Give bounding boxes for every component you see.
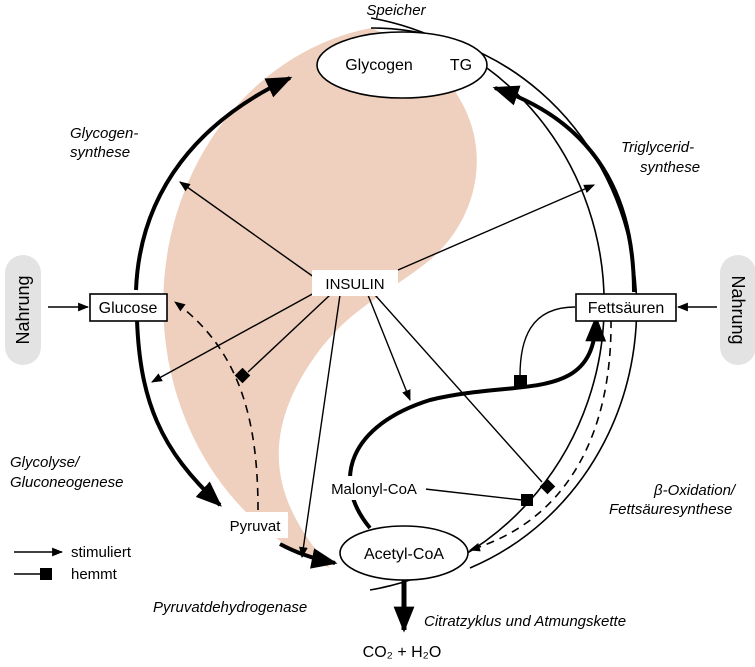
pyruvat-label-bg: [222, 512, 288, 538]
insulin-label: INSULIN: [325, 276, 384, 293]
insulin-stimulates-glycogen-synthesis: [179, 181, 319, 281]
fattyacids-box: [575, 293, 677, 322]
inhibit-square-malonyl: [521, 494, 533, 506]
citratzyklus-label: Citratzyklus und Atmungskette: [424, 613, 626, 630]
legend-hemmt-label: hemmt: [71, 566, 118, 583]
glycogen-synthesis-arrow: [134, 76, 293, 291]
tg-label: TG: [450, 57, 472, 74]
triglyceride-synthesis-arrow: [492, 85, 636, 293]
glycogen-synthese-label-2: synthese: [70, 144, 130, 161]
malonylcoa-label-bg: [322, 476, 426, 500]
fattyacids-label: Fettsäuren: [588, 300, 664, 317]
insulin-label-bg: [312, 270, 398, 296]
insulin-stimulates-pyruvate-dehydrogenase: [299, 294, 341, 559]
triglycerid-synthese-label-2: synthese: [640, 159, 700, 176]
legend-stimuliert-label: stimuliert: [71, 544, 132, 561]
glycogen-label: Glycogen: [345, 57, 413, 74]
insulin-inhibits-beta-oxidation: [374, 294, 543, 483]
glycolyse-label-1: Glycolyse/: [10, 454, 81, 471]
speicher-label: Speicher: [366, 2, 426, 19]
nahrung-left-box: [5, 255, 41, 365]
acetylcoa-label: Acetyl-CoA: [364, 546, 444, 563]
acetylcoa-ellipse: [339, 525, 469, 581]
co2-h2o-label: CO₂ + H₂O: [363, 644, 442, 661]
beta-oxidation-dashed-arrow: [468, 319, 612, 552]
beta-oxidation-label-2: Fettsäuresynthese: [609, 501, 732, 518]
glycogen-label-bg: [333, 51, 425, 77]
pyruvat-label: Pyruvat: [230, 518, 282, 535]
nahrung-right-label: Nahrung: [728, 275, 748, 344]
malonylcoa-label: Malonyl-CoA: [331, 481, 417, 498]
pyruvatdehydrogenase-label: Pyruvatdehydrogenase: [153, 599, 307, 616]
legend-inhibit-square: [40, 568, 52, 580]
glucose-label: Glucose: [99, 300, 158, 317]
glycolysis-arrow: [135, 319, 222, 507]
inhibit-diamond-gluconeogenesis: [234, 367, 251, 384]
shaded-glucose-region: [163, 28, 477, 568]
insulin-stimulates-fatty-acid-synthesis: [367, 294, 411, 402]
malonylcoa-inhibits-beta-oxidation: [424, 488, 523, 501]
gluconeogenesis-dashed-arrow: [174, 301, 259, 511]
glycogen-synthese-label-1: Glycogen-: [70, 125, 138, 142]
fattyacids-feedback-inhibition: [519, 306, 576, 377]
nahrung-right-box: [720, 255, 755, 365]
inhibit-square-feedback: [514, 375, 527, 388]
insulin-stimulates-triglyceride-synthesis: [397, 184, 596, 271]
beta-oxidation-label-1: β-Oxidation/: [653, 482, 737, 499]
glycolyse-label-2: Gluconeogenese: [10, 474, 123, 491]
nahrung-left-label: Nahrung: [13, 275, 33, 344]
glucose-box: [89, 293, 168, 322]
insulin-stimulates-glycolysis: [151, 291, 317, 383]
triglycerid-synthese-label-1: Triglycerid-: [621, 139, 694, 156]
insulin-inhibits-gluconeogenesis: [247, 294, 331, 373]
